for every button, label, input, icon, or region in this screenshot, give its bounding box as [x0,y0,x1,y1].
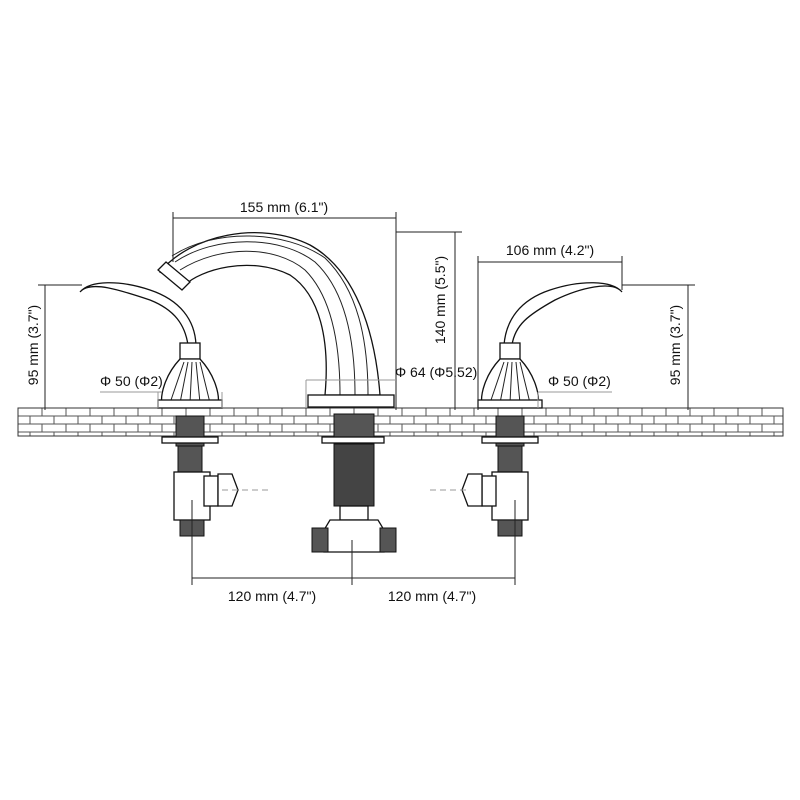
countertop [17,407,784,437]
right-spacing-label: 120 mm (4.7") [388,588,476,604]
spout-reach-label: 155 mm (6.1") [240,199,328,215]
spout-base-diameter-label: Φ 64 (Φ5.52) [395,364,477,380]
left-spacing-label: 120 mm (4.7") [228,588,316,604]
right-base-diameter-label: Φ 50 (Φ2) [548,373,611,389]
dimension-lines [38,212,695,585]
handle-width-label: 106 mm (4.2") [506,242,594,258]
left-handle [79,282,239,537]
left-handle-height-label: 95 mm (3.7") [25,305,41,385]
spout [157,232,397,553]
spout-height-label: 140 mm (5.5") [432,256,448,344]
right-handle-height-label: 95 mm (3.7") [667,305,683,385]
right-handle [461,282,623,537]
spout-threaded-shank [333,443,375,507]
left-base-diameter-label: Φ 50 (Φ2) [100,373,163,389]
